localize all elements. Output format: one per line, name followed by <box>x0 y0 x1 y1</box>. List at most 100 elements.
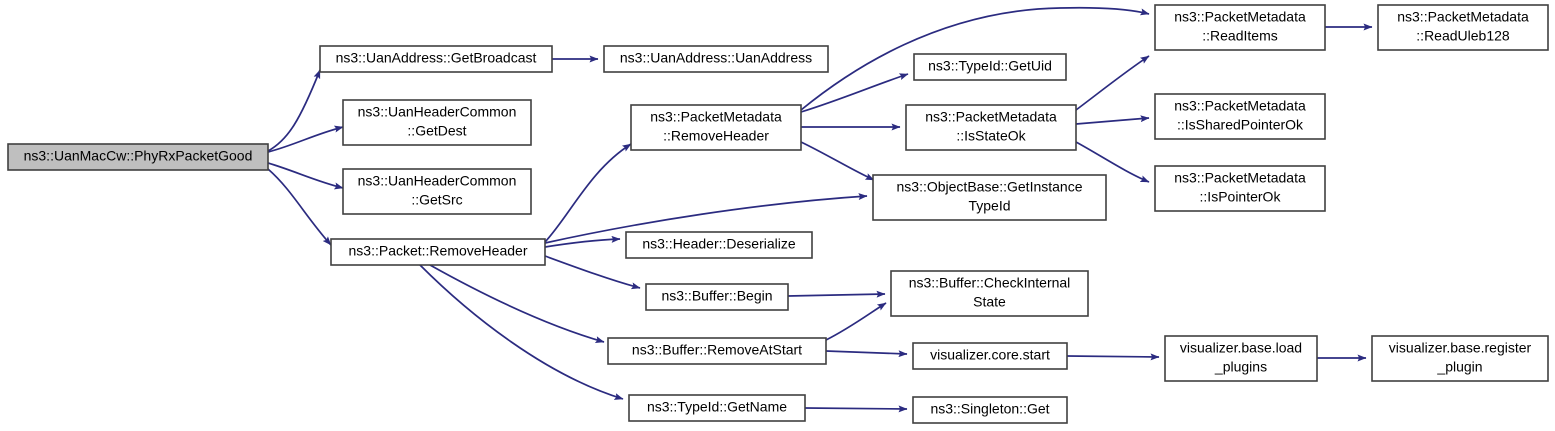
call-edge-n4-to-n15 <box>544 255 641 290</box>
node-box[interactable] <box>342 99 532 146</box>
node-box[interactable] <box>890 270 1089 317</box>
node-label: _plugins <box>1214 359 1267 375</box>
call-edge-n0-to-n4 <box>267 168 332 246</box>
graph-node-n7[interactable]: ns3::TypeId::GetUid <box>913 53 1067 81</box>
node-label: TypeId <box>968 198 1010 214</box>
call-edge-n4-to-n17 <box>429 264 605 344</box>
graph-node-n21[interactable]: ns3::TypeId::GetName <box>628 394 806 422</box>
node-label: visualizer.core.start <box>930 347 1050 363</box>
call-edge-n8-to-n10 <box>1075 55 1150 111</box>
call-edge-n0-to-n1 <box>267 69 321 152</box>
graph-node-n22[interactable]: ns3::Singleton::Get <box>912 396 1068 424</box>
graph-node-n3[interactable]: ns3::UanHeaderCommon::GetSrc <box>342 168 532 215</box>
node-box[interactable] <box>645 283 789 311</box>
node-box[interactable] <box>1377 4 1549 51</box>
node-label: ns3::ObjectBase::GetInstance <box>897 179 1083 195</box>
graph-node-n14[interactable]: ns3::Header::Deserialize <box>625 231 813 259</box>
node-box[interactable] <box>1154 165 1326 212</box>
node-box[interactable] <box>603 45 829 73</box>
graph-node-n11[interactable]: ns3::PacketMetadata::ReadUleb128 <box>1377 4 1549 51</box>
call-edge-n17-to-n18 <box>825 350 908 358</box>
node-label: ns3::PacketMetadata <box>1397 9 1529 25</box>
node-label: visualizer.base.register <box>1389 340 1532 356</box>
node-box[interactable] <box>330 238 546 266</box>
call-edge-n21-to-n22 <box>804 405 908 413</box>
call-edge-n15-to-n16 <box>787 290 886 298</box>
call-edge-n8-to-n12 <box>1075 115 1150 125</box>
node-label: ns3::PacketMetadata <box>1174 98 1306 114</box>
edge-layer <box>267 6 1373 413</box>
node-label: _plugin <box>1436 359 1482 375</box>
node-label: ns3::PacketMetadata <box>650 109 782 125</box>
call-edge-n4-to-n9 <box>544 193 868 244</box>
call-edge-n6-to-n9 <box>800 141 875 181</box>
call-edge-n17-to-n16 <box>825 302 887 341</box>
graph-node-n4[interactable]: ns3::Packet::RemoveHeader <box>330 238 546 266</box>
node-box[interactable] <box>872 174 1107 221</box>
node-box[interactable] <box>607 337 827 365</box>
graph-node-n19[interactable]: visualizer.base.load _plugins <box>1164 335 1318 382</box>
node-label: ::IsPointerOk <box>1200 189 1282 205</box>
node-label: ::ReadUleb128 <box>1416 28 1510 44</box>
node-label: ns3::Header::Deserialize <box>642 236 796 252</box>
node-box[interactable] <box>1154 4 1326 51</box>
node-label: ns3::PacketMetadata <box>925 109 1057 125</box>
node-label: ns3::Buffer::RemoveAtStart <box>632 342 802 358</box>
node-box[interactable] <box>912 396 1068 424</box>
node-label: visualizer.base.load <box>1180 340 1302 356</box>
graph-node-n1[interactable]: ns3::UanAddress::GetBroadcast <box>319 45 553 73</box>
node-box[interactable] <box>1164 335 1318 382</box>
node-label: State <box>973 294 1006 310</box>
call-edge-n8-to-n13 <box>1075 141 1150 183</box>
node-label: ::IsStateOk <box>956 128 1026 144</box>
graph-node-n20[interactable]: visualizer.base.register _plugin <box>1371 335 1549 382</box>
graph-node-n6[interactable]: ns3::PacketMetadata::RemoveHeader <box>630 104 802 151</box>
node-label: ns3::Buffer::CheckInternal <box>909 275 1071 291</box>
node-box[interactable] <box>1154 93 1326 140</box>
node-label: ns3::TypeId::GetName <box>647 399 787 415</box>
node-layer: ns3::UanMacCw::PhyRxPacketGood ns3::UanAd… <box>7 4 1549 424</box>
node-box[interactable] <box>905 104 1077 151</box>
node-label: ::RemoveHeader <box>663 128 769 144</box>
node-label: ns3::UanAddress::GetBroadcast <box>336 50 537 66</box>
node-label: ns3::PacketMetadata <box>1174 170 1306 186</box>
call-edge-n4-to-n21 <box>419 264 624 400</box>
node-box[interactable] <box>342 168 532 215</box>
node-box[interactable] <box>913 53 1067 81</box>
call-edge-n0-to-n3 <box>267 162 344 190</box>
node-box[interactable] <box>625 231 813 259</box>
node-box[interactable] <box>628 394 806 422</box>
node-box[interactable] <box>630 104 802 151</box>
call-edge-n6-to-n7 <box>800 73 909 113</box>
node-label: ns3::Buffer::Begin <box>661 288 772 304</box>
node-box[interactable] <box>319 45 553 73</box>
node-box[interactable] <box>7 143 269 171</box>
graph-node-n17[interactable]: ns3::Buffer::RemoveAtStart <box>607 337 827 365</box>
node-label: ns3::PacketMetadata <box>1174 9 1306 25</box>
graph-node-n12[interactable]: ns3::PacketMetadata::IsSharedPointerOk <box>1154 93 1326 140</box>
call-edge-n4-to-n6 <box>544 143 632 243</box>
graph-node-n8[interactable]: ns3::PacketMetadata::IsStateOk <box>905 104 1077 151</box>
graph-node-n5[interactable]: ns3::UanAddress::UanAddress <box>603 45 829 73</box>
node-label: ::GetDest <box>407 123 466 139</box>
node-label: ns3::UanHeaderCommon <box>358 104 517 120</box>
graph-node-n13[interactable]: ns3::PacketMetadata::IsPointerOk <box>1154 165 1326 212</box>
node-label: ::IsSharedPointerOk <box>1177 117 1304 133</box>
graph-node-n18[interactable]: visualizer.core.start <box>912 342 1068 370</box>
call-edge-n4-to-n14 <box>544 235 621 248</box>
graph-node-n0[interactable]: ns3::UanMacCw::PhyRxPacketGood <box>7 143 269 171</box>
node-box[interactable] <box>912 342 1068 370</box>
graph-node-n15[interactable]: ns3::Buffer::Begin <box>645 283 789 311</box>
graph-node-n10[interactable]: ns3::PacketMetadata::ReadItems <box>1154 4 1326 51</box>
node-label: ::GetSrc <box>411 192 462 208</box>
node-box[interactable] <box>1371 335 1549 382</box>
node-label: ns3::UanAddress::UanAddress <box>620 50 812 66</box>
node-label: ns3::UanMacCw::PhyRxPacketGood <box>24 148 253 164</box>
node-label: ns3::Singleton::Get <box>930 401 1049 417</box>
node-label: ns3::Packet::RemoveHeader <box>349 243 528 259</box>
graph-node-n2[interactable]: ns3::UanHeaderCommon::GetDest <box>342 99 532 146</box>
